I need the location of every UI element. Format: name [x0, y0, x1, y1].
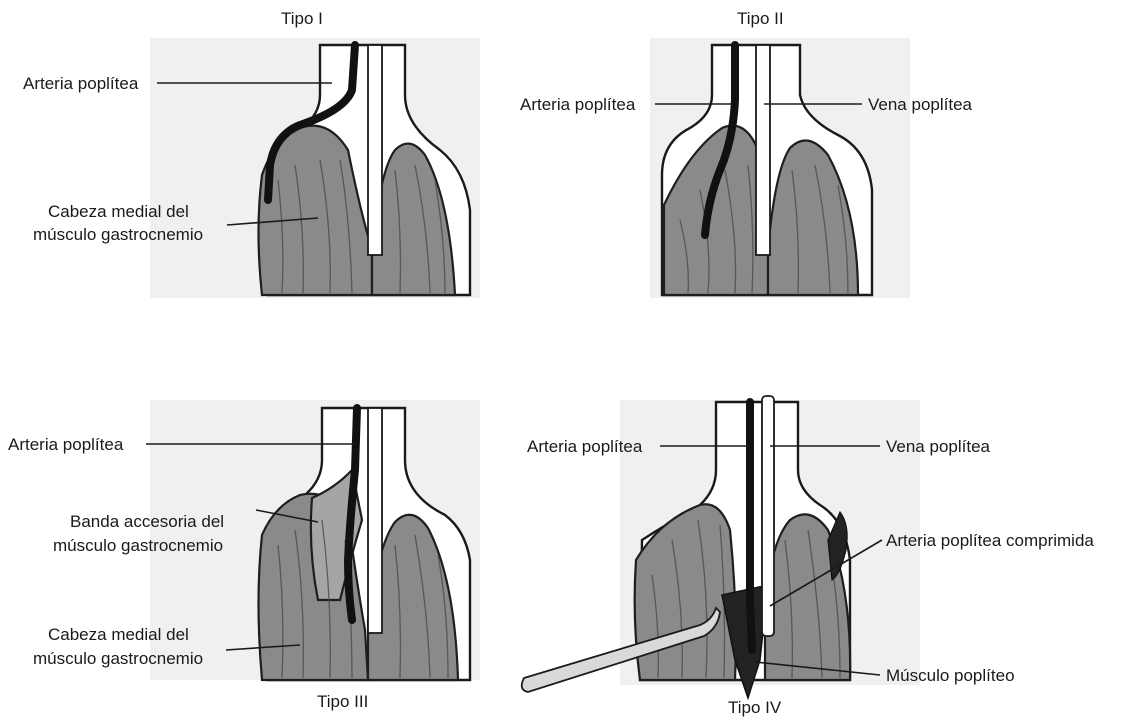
panel-title: Tipo II: [737, 9, 784, 28]
label-cabeza-medial-2: músculo gastrocnemio: [33, 649, 203, 668]
label-arteria-poplitea: Arteria poplítea: [8, 435, 124, 454]
panel-title: Tipo III: [317, 692, 368, 711]
popliteal-artery: [750, 402, 752, 650]
label-vena-poplitea: Vena poplítea: [868, 95, 973, 114]
label-arteria-poplitea: Arteria poplítea: [520, 95, 636, 114]
label-cabeza-medial-1: Cabeza medial del: [48, 202, 189, 221]
panel-title: Tipo I: [281, 9, 323, 28]
label-cabeza-medial-1: Cabeza medial del: [48, 625, 189, 644]
popliteal-vein: [368, 45, 382, 255]
label-banda-accesoria-1: Banda accesoria del: [70, 512, 224, 531]
popliteal-vein: [368, 408, 382, 633]
label-vena-poplitea: Vena poplítea: [886, 437, 991, 456]
label-musculo-popliteo: Músculo poplíteo: [886, 666, 1015, 685]
panel-tipo-3: Tipo III Arteria poplítea Banda accesori…: [8, 400, 480, 711]
popliteal-vein: [756, 45, 770, 255]
label-arteria-poplitea: Arteria poplítea: [527, 437, 643, 456]
label-arteria-poplitea: Arteria poplítea: [23, 74, 139, 93]
popliteal-vein: [762, 396, 774, 636]
panel-tipo-2: Tipo II Arteria poplítea Vena poplítea: [520, 9, 973, 298]
label-banda-accesoria-2: músculo gastrocnemio: [53, 536, 223, 555]
panel-tipo-4: Tipo IV Arteria poplítea Vena poplítea A…: [522, 396, 1095, 717]
label-cabeza-medial-2: músculo gastrocnemio: [33, 225, 203, 244]
label-arteria-comprimida: Arteria poplítea comprimida: [886, 531, 1094, 550]
panel-title: Tipo IV: [728, 698, 782, 717]
panel-tipo-1: Tipo I Arteria poplítea Cabeza medial de…: [23, 9, 480, 298]
